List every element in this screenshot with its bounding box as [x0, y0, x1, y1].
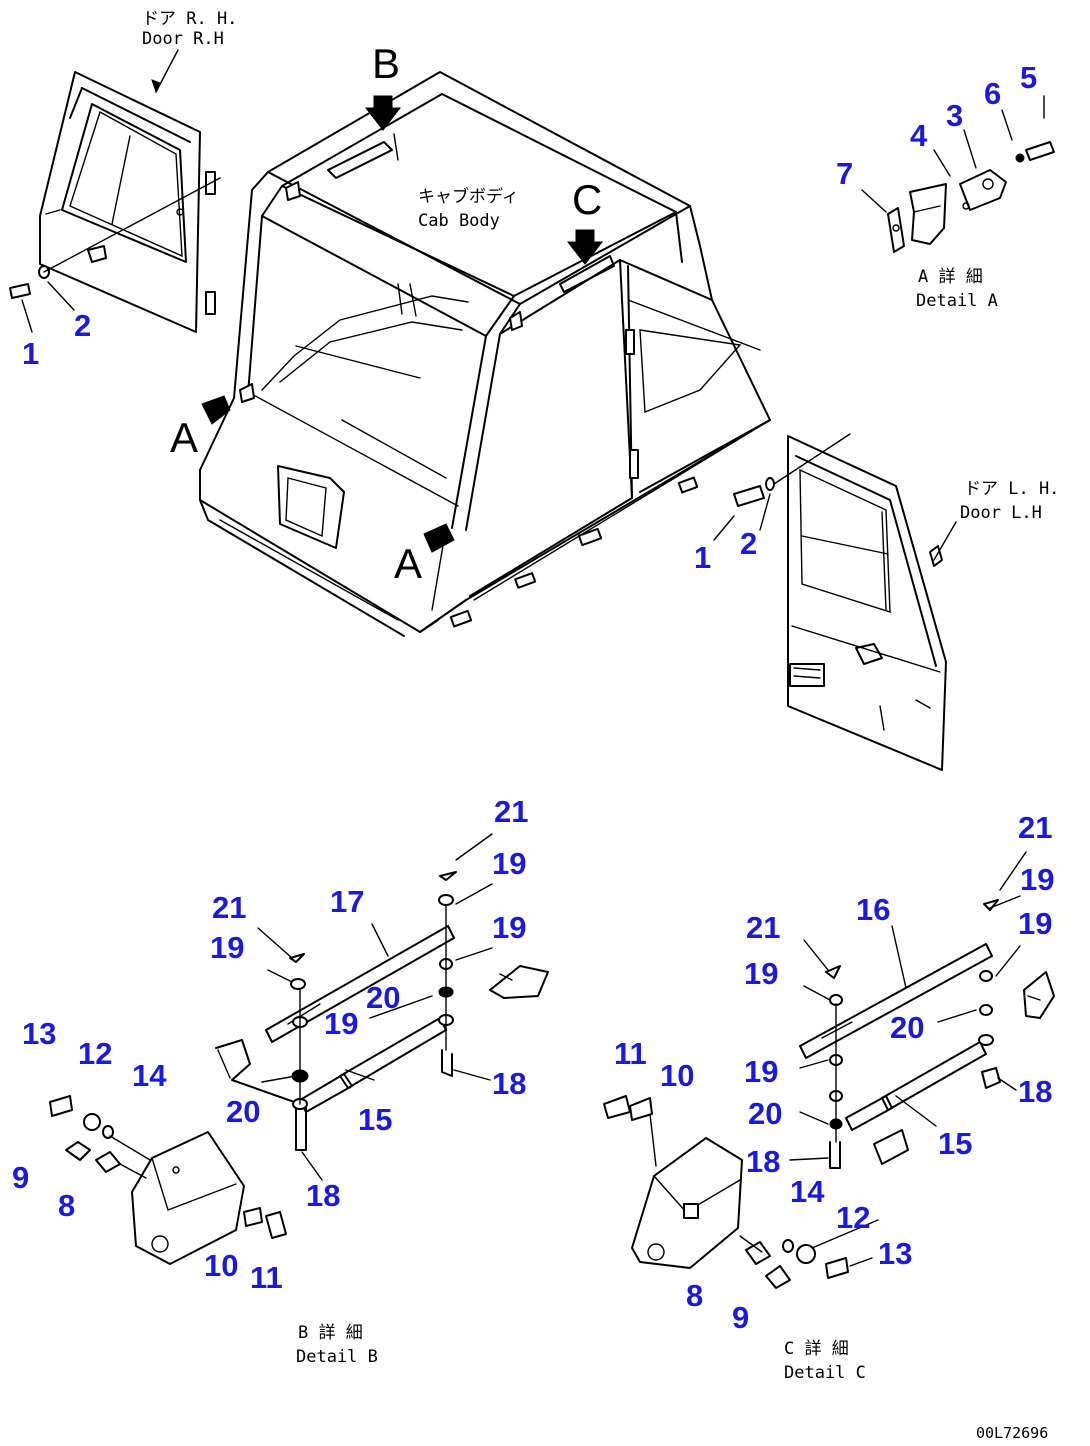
lh-door-hardware: [713, 433, 851, 541]
callout-c-9: 9: [732, 1300, 749, 1335]
callout-lh-2: 2: [740, 526, 757, 561]
callout-c-19c: 19: [744, 956, 778, 991]
callout-c-18a: 18: [1018, 1074, 1052, 1109]
callout-b-20a: 20: [366, 980, 400, 1015]
callout-b-8: 8: [58, 1188, 75, 1223]
callout-b-18b: 18: [306, 1178, 340, 1213]
view-c-letter: C: [572, 176, 602, 223]
callout-c-14: 14: [790, 1174, 825, 1209]
door-lh: [787, 435, 947, 771]
door-lh-label-jp: ドア L. H.: [964, 479, 1059, 499]
detail-b-label: B 詳 細 Detail B: [296, 1323, 378, 1367]
callout-c-20a: 20: [890, 1010, 924, 1045]
callout-a-6: 6: [984, 76, 1001, 111]
door-rh: [39, 71, 216, 333]
view-a-letter-1: A: [170, 414, 198, 461]
callout-c-19a: 19: [1020, 862, 1054, 897]
detail-b-drawing: [49, 871, 549, 1265]
detail-c-drawing: [603, 899, 1055, 1289]
cab-body-label: キャブボディ Cab Body: [418, 186, 519, 231]
callout-b-17: 17: [330, 884, 364, 919]
door-rh-label: ドア R. H. Door R.H: [142, 9, 237, 94]
door-lh-label-en: Door L.H: [960, 503, 1042, 523]
callouts-rh-door: 1 2: [22, 308, 91, 371]
callouts-detail-a: 3 4 5 6 7: [836, 60, 1037, 191]
view-arrow-c: C: [566, 176, 604, 265]
view-b-letter: B: [372, 40, 400, 87]
callout-b-10: 10: [204, 1248, 238, 1283]
callout-rh-1: 1: [22, 336, 39, 371]
callouts-detail-c: 21 19 16 19 21 19 20 19 11 10 20 15 18 1…: [614, 810, 1054, 1335]
callout-c-21b: 21: [746, 910, 780, 945]
callout-c-20b: 20: [748, 1096, 782, 1131]
callouts-detail-b: 21 19 17 21 19 19 20 19 13 12 14 20 15 1…: [12, 794, 528, 1295]
callout-c-13: 13: [878, 1236, 912, 1271]
cab-body: [199, 71, 771, 637]
callout-c-19b: 19: [1018, 906, 1052, 941]
callout-b-21b: 21: [212, 890, 246, 925]
detail-b-label-jp: B 詳 細: [298, 1323, 363, 1343]
detail-a-drawing: [861, 95, 1055, 253]
view-letter-a-left: A: [170, 414, 198, 461]
callout-b-19d: 19: [324, 1006, 358, 1041]
callouts-lh-door: 1 2: [694, 526, 757, 575]
callout-b-14: 14: [132, 1058, 167, 1093]
cab-body-label-jp: キャブボディ: [418, 186, 519, 207]
callout-c-12: 12: [836, 1200, 870, 1235]
callout-c-21a: 21: [1018, 810, 1052, 845]
callout-b-19c: 19: [492, 910, 526, 945]
callout-b-12: 12: [78, 1036, 112, 1071]
detail-a-label: A 詳 細 Detail A: [916, 267, 998, 311]
detail-c-label: C 詳 細 Detail C: [784, 1339, 866, 1383]
callout-b-20b: 20: [226, 1094, 260, 1129]
callout-a-3: 3: [946, 98, 963, 133]
cab-body-label-en: Cab Body: [418, 211, 500, 231]
callout-a-4: 4: [910, 118, 928, 153]
callout-c-19d: 19: [744, 1054, 778, 1089]
callout-b-19a: 19: [492, 846, 526, 881]
callout-c-15: 15: [938, 1126, 972, 1161]
callout-c-8: 8: [686, 1278, 703, 1313]
callout-b-13: 13: [22, 1016, 56, 1051]
callout-b-15: 15: [358, 1102, 392, 1137]
callout-b-9: 9: [12, 1160, 29, 1195]
detail-c-label-en: Detail C: [784, 1363, 866, 1383]
callout-b-21a: 21: [494, 794, 528, 829]
callout-a-5: 5: [1020, 60, 1037, 95]
callout-b-19b: 19: [210, 930, 244, 965]
callout-c-10: 10: [660, 1058, 694, 1093]
rh-door-hardware: [9, 177, 221, 333]
view-letter-a-right: A: [394, 540, 422, 587]
detail-a-label-jp: A 詳 細: [918, 267, 983, 287]
callout-b-11: 11: [250, 1260, 283, 1295]
leader-lines: [257, 833, 1027, 1267]
door-lh-label: ドア L. H. Door L.H: [933, 479, 1059, 561]
view-arrow-b: B: [364, 40, 402, 131]
detail-c-label-jp: C 詳 細: [784, 1339, 849, 1359]
detail-a-label-en: Detail A: [916, 291, 998, 311]
view-a-letter-2: A: [394, 540, 422, 587]
detail-b-label-en: Detail B: [296, 1347, 378, 1367]
callout-c-11: 11: [614, 1036, 647, 1071]
callout-c-18b: 18: [746, 1144, 780, 1179]
callout-a-7: 7: [836, 156, 853, 191]
callout-b-18a: 18: [492, 1066, 526, 1101]
drawing-code: 00L72696: [976, 1424, 1048, 1442]
callout-c-16: 16: [856, 892, 890, 927]
callout-lh-1: 1: [694, 540, 711, 575]
callout-rh-2: 2: [74, 308, 91, 343]
door-rh-label-jp: ドア R. H.: [142, 9, 237, 29]
door-rh-label-en: Door R.H: [142, 29, 224, 49]
